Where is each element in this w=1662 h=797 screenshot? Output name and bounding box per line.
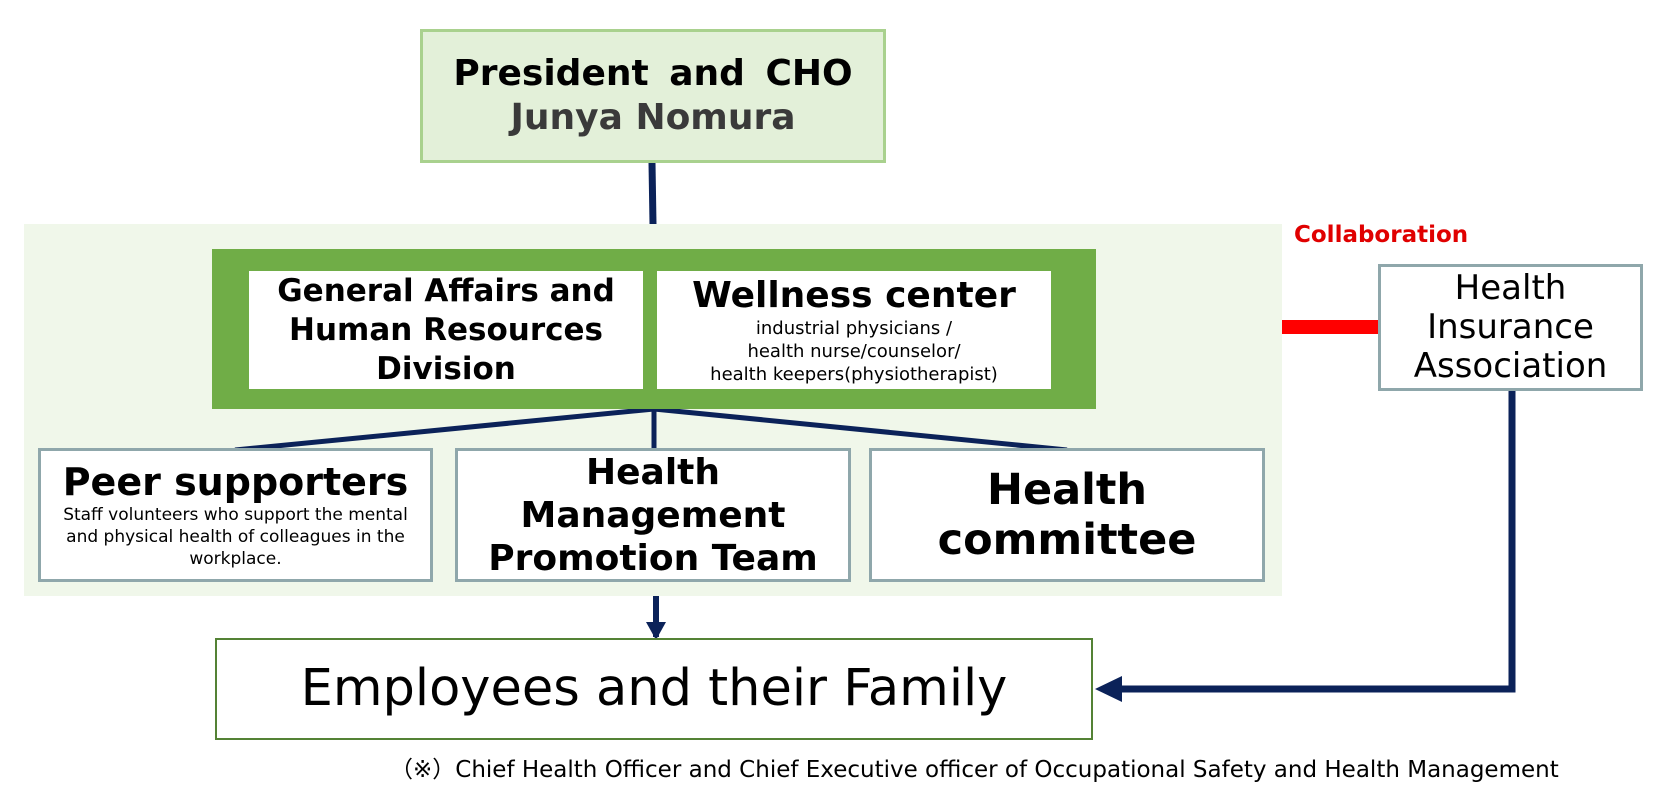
general-affairs-hr-label: General Affairs and Human Resources Divi…	[277, 272, 615, 387]
hmpt-to-employees-arrowhead	[646, 622, 666, 640]
footnote: （※）Chief Health Officer and Chief Execut…	[390, 757, 1559, 783]
wellness-center-subtitle: industrial physicians / health nurse/cou…	[710, 317, 998, 385]
wellness-center-title: Wellness center	[692, 274, 1016, 316]
health-insurance-association-label: Health Insurance Association	[1413, 268, 1608, 386]
employees-family-label: Employees and their Family	[300, 659, 1008, 718]
employees-family-box: Employees and their Family	[215, 638, 1093, 740]
peer-supporters-description: Staff volunteers who support the mental …	[63, 505, 408, 569]
hia-to-employees-arrowhead	[1095, 676, 1122, 702]
hia-to-employees-arrow	[1118, 391, 1516, 693]
branch-to-peer-line	[234, 406, 655, 453]
collaboration-label: Collaboration	[1294, 222, 1469, 248]
health-committee-box: Health committee	[869, 448, 1265, 582]
peer-supporters-title: Peer supporters	[62, 460, 409, 504]
president-box: President and CHO Junya Nomura	[420, 29, 886, 163]
peer-supporters-box: Peer supporters Staff volunteers who sup…	[38, 448, 433, 582]
wellness-center-box: Wellness center industrial physicians / …	[657, 271, 1051, 389]
president-to-departments-line	[648, 162, 657, 225]
general-affairs-hr-box: General Affairs and Human Resources Divi…	[249, 271, 643, 389]
health-management-team-box: Health Management Promotion Team	[455, 448, 851, 582]
health-insurance-association-box: Health Insurance Association	[1378, 264, 1643, 391]
president-title: President and CHO	[453, 53, 853, 94]
health-committee-label: Health committee	[937, 465, 1197, 565]
health-management-team-label: Health Management Promotion Team	[488, 451, 818, 579]
president-name: Junya Nomura	[510, 97, 796, 138]
branch-to-committee-line	[653, 406, 1068, 453]
